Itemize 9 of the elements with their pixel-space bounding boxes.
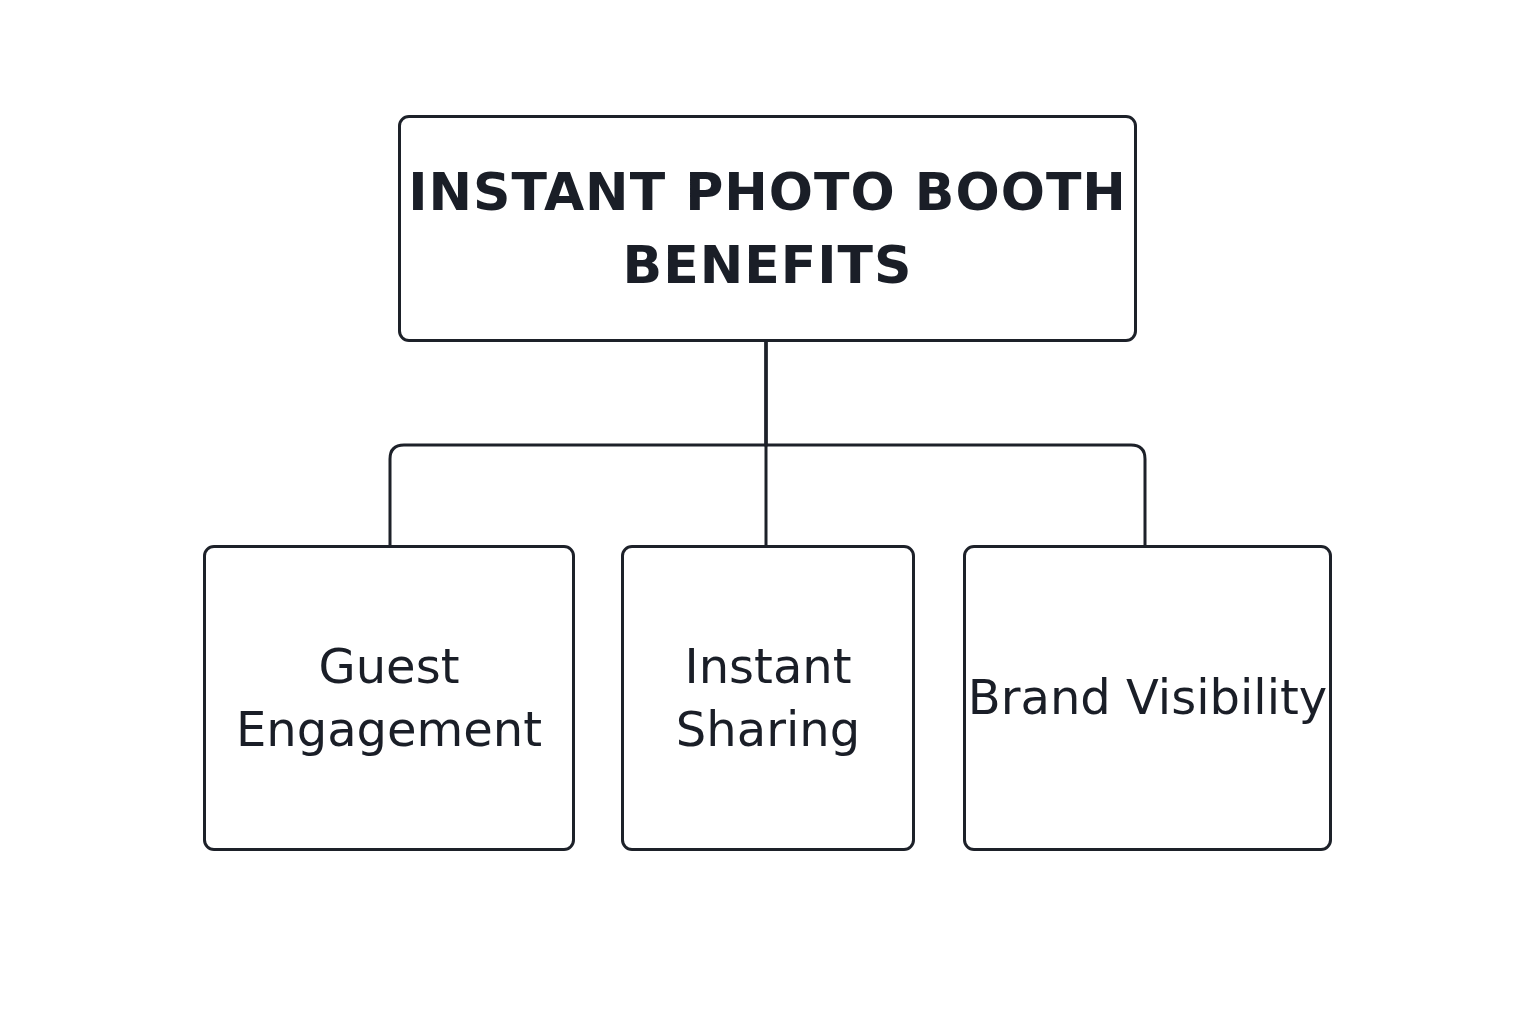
benefit-box xyxy=(963,545,1332,851)
benefit-box xyxy=(621,545,915,851)
heading-text: INSTANT PHOTO BOOTH BENEFITS xyxy=(407,160,1128,297)
benefit-box xyxy=(203,545,575,851)
benefit-text: Brand Visibility xyxy=(967,668,1328,728)
benefit-text: Guest Engagement xyxy=(234,636,544,759)
benefit-text: Instant Sharing xyxy=(674,636,862,759)
connector-line xyxy=(764,342,1147,545)
title-box xyxy=(398,115,1137,342)
